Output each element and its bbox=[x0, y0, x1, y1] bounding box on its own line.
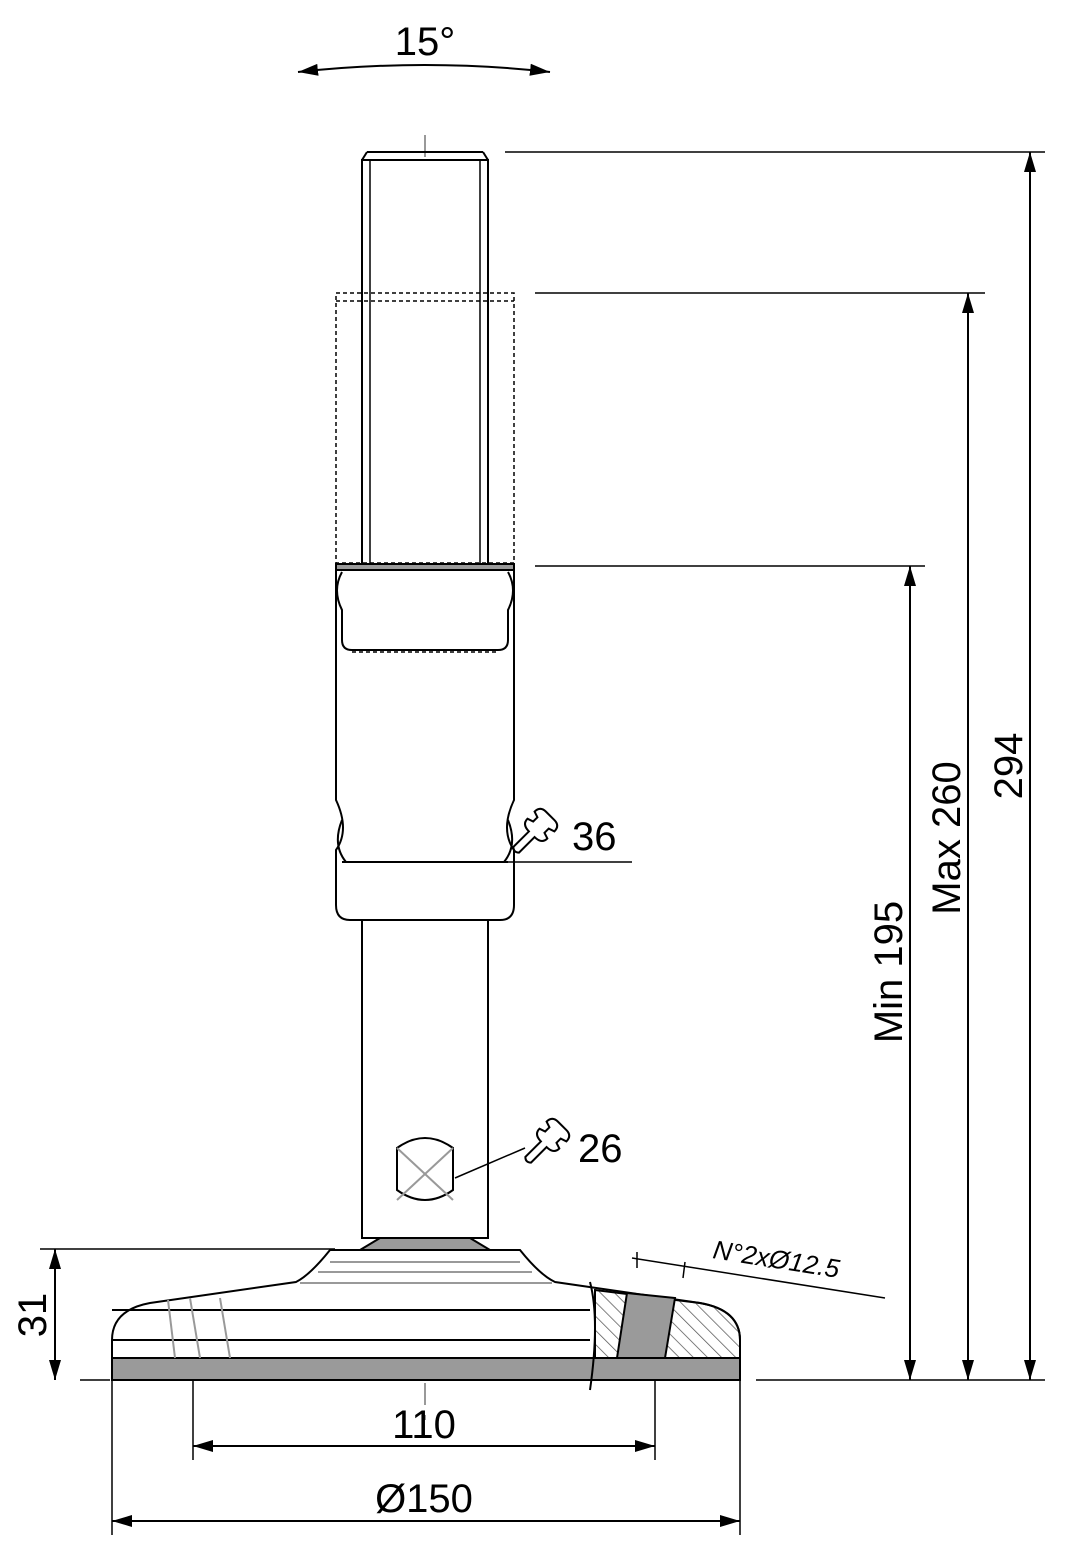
adjustment-body bbox=[335, 563, 515, 921]
tilt-angle-dimension: 15° bbox=[297, 20, 551, 76]
tilt-angle-label: 15° bbox=[395, 20, 456, 64]
min-height-label: Min 195 bbox=[867, 901, 911, 1043]
threaded-rod bbox=[361, 151, 489, 569]
base-height-label: 31 bbox=[11, 1293, 55, 1338]
wrench-36-label: 36 bbox=[572, 815, 617, 859]
dimension-31: 31 bbox=[11, 1248, 335, 1381]
hidden-extended-outline bbox=[335, 292, 515, 564]
dimension-110: 110 bbox=[192, 1380, 656, 1460]
total-height-label: 294 bbox=[987, 733, 1031, 800]
wrench-36-callout: 36 bbox=[500, 807, 632, 863]
wrench-icon bbox=[512, 807, 559, 854]
wrench-26-callout: 26 bbox=[454, 1117, 623, 1179]
holes-note-callout: N°2xØ12.5 bbox=[631, 1234, 886, 1299]
dimension-min-195: Min 195 bbox=[535, 565, 925, 1380]
wrench-26-label: 26 bbox=[578, 1127, 623, 1171]
lower-stem bbox=[361, 919, 489, 1239]
base-foot bbox=[111, 1237, 741, 1391]
wrench-icon bbox=[524, 1117, 571, 1164]
dimension-150: Ø150 bbox=[111, 1380, 741, 1535]
base-diameter-label: Ø150 bbox=[375, 1477, 473, 1521]
dimension-max-260: Max 260 bbox=[535, 292, 985, 1380]
max-height-label: Max 260 bbox=[925, 761, 969, 914]
holes-note-label: N°2xØ12.5 bbox=[711, 1234, 842, 1284]
bolt-spacing-label: 110 bbox=[392, 1403, 456, 1447]
dimension-294: 294 bbox=[505, 151, 1045, 1381]
